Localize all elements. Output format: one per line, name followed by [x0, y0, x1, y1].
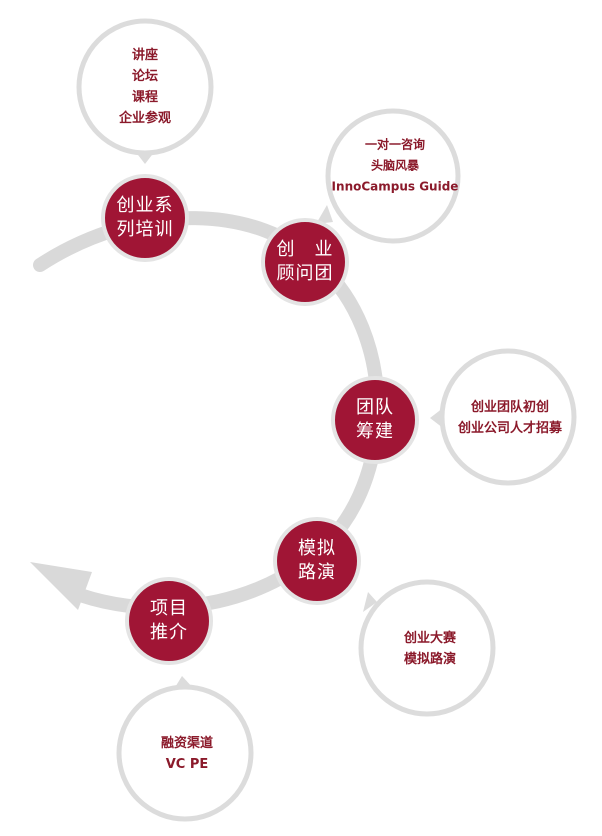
stage-circle-4 — [273, 517, 361, 605]
bubble-shape-5 — [116, 676, 254, 822]
bubble-training-item: 课程 — [131, 90, 159, 105]
stage-label-training: 创业系 列培训 — [117, 194, 174, 242]
stage-label-pitch-line1: 项目 — [150, 598, 188, 619]
bubble-team-item: 创业团队初创 — [470, 400, 550, 415]
bubble-pitch-item: 融资渠道 — [160, 736, 214, 751]
bubble-training-item: 讲座 — [131, 48, 159, 63]
bubble-team-details: 创业团队初创 创业公司人才招募 — [458, 397, 562, 439]
bubble-training-details: 讲座 论坛 课程 企业参观 — [119, 45, 171, 129]
bubble-advisors-item: InnoCampus Guide — [331, 179, 459, 194]
bubble-roadshow-item: 模拟路演 — [403, 652, 457, 667]
bubble-roadshow-details: 创业大赛 模拟路演 — [404, 628, 456, 670]
stage-label-team: 团队 筹建 — [356, 396, 394, 444]
bubble-team-item: 创业公司人才招募 — [457, 421, 563, 436]
stage-label-advisors-line1: 创 业 — [276, 239, 334, 260]
stage-label-advisors-line2: 顾问团 — [276, 263, 334, 284]
bubble-shape-4 — [358, 579, 496, 717]
arrow-head — [30, 562, 92, 610]
stage-label-team-line1: 团队 — [356, 397, 394, 418]
stage-label-pitch: 项目 推介 — [150, 597, 188, 645]
stage-label-advisors: 创 业 顾问团 — [277, 238, 334, 286]
bubble-pitch-details: 融资渠道 VC PE — [161, 733, 213, 775]
bubble-advisors-item: 一对一咨询 — [364, 137, 426, 152]
stage-circle-3 — [331, 376, 419, 464]
stage-label-team-line2: 筹建 — [356, 421, 394, 442]
bubble-pitch-item: VC PE — [165, 757, 209, 772]
stage-label-roadshow: 模拟 路演 — [298, 537, 336, 585]
stage-circle-5 — [125, 577, 213, 665]
bubble-training-item: 企业参观 — [118, 111, 172, 126]
stage-label-pitch-line2: 推介 — [150, 622, 188, 643]
stage-label-roadshow-line2: 路演 — [298, 562, 336, 583]
stage-circle-2 — [261, 218, 349, 306]
bubble-advisors-item: 头脑风暴 — [370, 158, 420, 173]
bubble-shape-2 — [316, 108, 461, 244]
bubble-shape-1 — [76, 18, 214, 164]
stage-label-training-line1: 创业系 — [116, 195, 174, 216]
bubble-roadshow-item: 创业大赛 — [403, 631, 457, 646]
bubble-shape-3 — [430, 348, 577, 486]
bubble-advisors-details: 一对一咨询 头脑风暴 InnoCampus Guide — [332, 135, 459, 198]
stage-label-roadshow-line1: 模拟 — [298, 538, 336, 559]
stage-circle-1 — [101, 174, 189, 262]
bubble-training-item: 论坛 — [131, 69, 159, 84]
stage-label-training-line2: 列培训 — [116, 219, 174, 240]
